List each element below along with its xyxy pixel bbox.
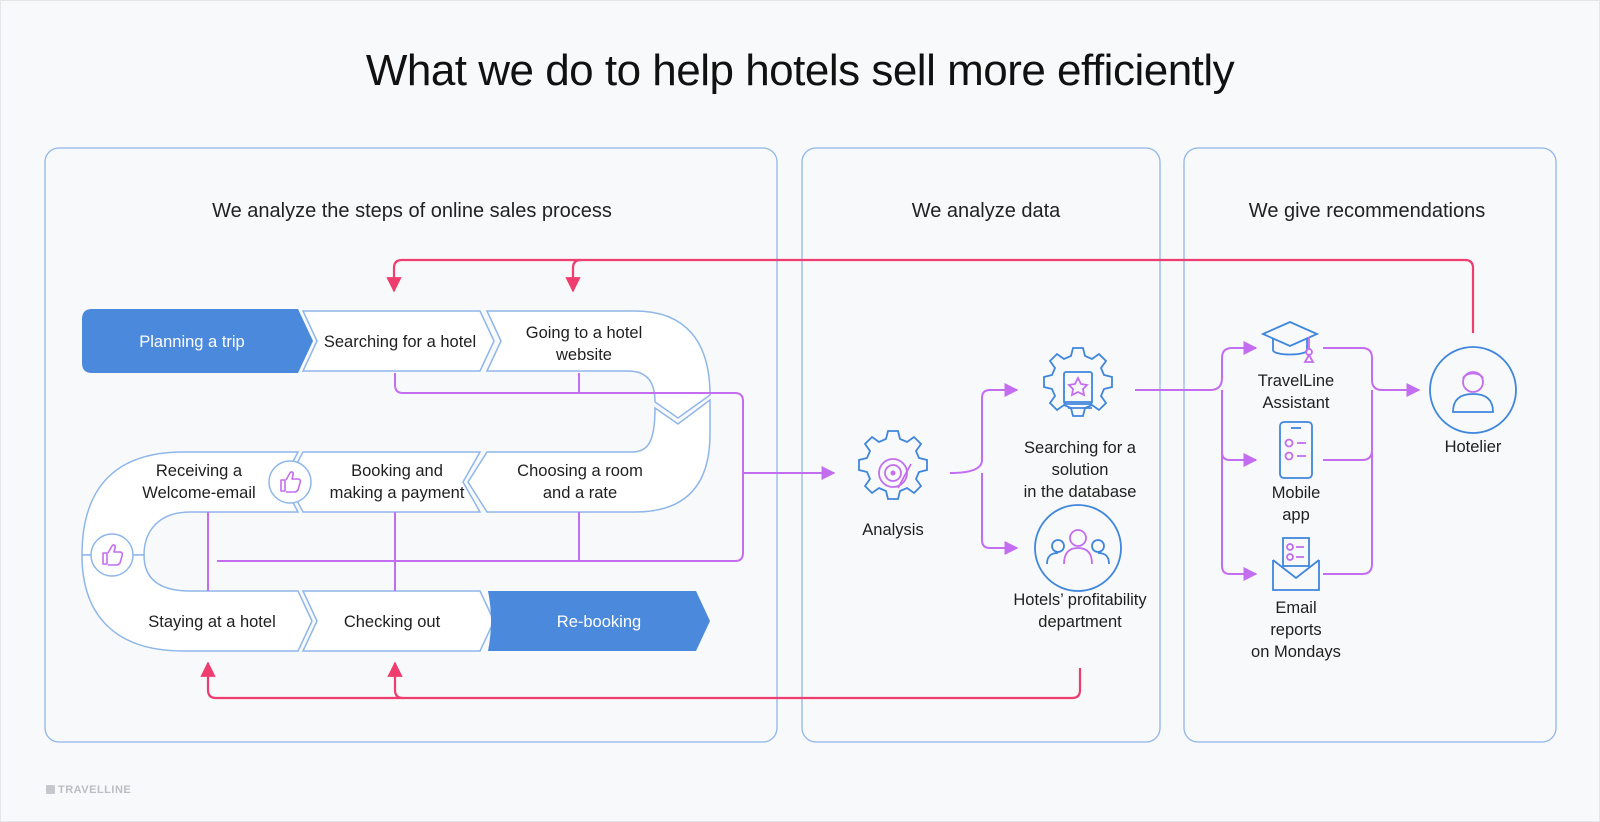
step-rebooking (488, 591, 710, 651)
step-booking-payment (286, 451, 482, 513)
step-label-choosing-1: Choosing a room (517, 462, 643, 480)
feedback-lines (200, 258, 1475, 700)
rec-label-assistant-2: Assistant (1263, 394, 1330, 412)
data-label-search-2: solution (1052, 461, 1109, 479)
panel-steps (44, 147, 778, 743)
flow-to-mobile (1221, 390, 1258, 467)
rec-label-hotelier: Hotelier (1445, 438, 1502, 456)
step-label-choosing-2: and a rate (543, 484, 617, 502)
step-label-staying: Staying at a hotel (148, 613, 276, 631)
rec-label-email-1: Email (1275, 599, 1316, 617)
travelline-logo-text: TRAVELLINE (58, 784, 132, 796)
feedback-profit-bottom (200, 661, 1082, 700)
flow-analysis-profit (981, 473, 1019, 555)
travelline-logo-mark (46, 785, 55, 794)
data-label-search-1: Searching for a (1024, 439, 1137, 457)
panel-recommendations (1183, 147, 1557, 743)
step-label-planning: Planning a trip (139, 333, 245, 351)
data-label-profit-1: Hotels’ profitability (1013, 591, 1147, 609)
step-label-booking-2: making a payment (330, 484, 465, 502)
step-label-receiving-2: Welcome-email (142, 484, 255, 502)
step-label-going-1: Going to a hotel (526, 324, 643, 342)
feedback-top-going (565, 258, 582, 293)
data-label-analysis: Analysis (862, 521, 923, 539)
step-label-checking-out: Checking out (344, 613, 441, 631)
step-searching-hotel (301, 310, 495, 372)
section-title-data: We analyze data (912, 200, 1061, 222)
rec-label-email-2: reports (1270, 621, 1321, 639)
rec-label-mobile-1: Mobile (1272, 484, 1321, 502)
hotelier-avatar-icon (1429, 346, 1517, 434)
travelline-logo: TRAVELLINE (46, 784, 131, 796)
data-label-profit-2: department (1038, 613, 1122, 631)
flow-assistant-out (1323, 347, 1421, 397)
step-staying-hotel (81, 554, 313, 652)
flow-upper (217, 373, 744, 562)
step-choosing-room (467, 398, 711, 513)
flow-to-assistant (1209, 341, 1258, 391)
step-label-going-2: website (555, 346, 612, 364)
like-icon-welcome (90, 533, 134, 577)
step-planning-trip (82, 309, 313, 373)
email-envelope-icon (1272, 537, 1320, 591)
data-label-search-3: in the database (1024, 483, 1137, 501)
rec-label-mobile-2: app (1282, 506, 1310, 524)
feedback-bottom-checking (387, 661, 404, 700)
step-going-website (485, 310, 711, 419)
section-title-steps: We analyze the steps of online sales pro… (212, 200, 612, 222)
step-label-receiving-1: Receiving a (156, 462, 243, 480)
rec-label-assistant-1: TravelLine (1258, 372, 1334, 390)
flow-email-out (1323, 450, 1373, 575)
flow-mobile-out (1323, 390, 1373, 461)
search-solution-gear-icon (1043, 347, 1113, 417)
flow-to-email (1221, 452, 1258, 581)
step-checking-out (301, 590, 495, 652)
step-label-rebooking: Re-booking (557, 613, 641, 631)
step-label-searching-hotel: Searching for a hotel (324, 333, 476, 351)
data-flow-lines (207, 341, 1421, 591)
flow-analysis-split (949, 383, 1019, 474)
step-label-booking-1: Booking and (351, 462, 443, 480)
profitability-team-icon (1034, 504, 1122, 592)
mobile-phone-icon (1279, 421, 1313, 479)
rec-label-email-3: on Mondays (1251, 643, 1341, 661)
like-icon-booking (268, 460, 312, 504)
feedback-hotelier-top (386, 258, 1475, 333)
graduation-cap-icon (1260, 321, 1320, 363)
page-title: What we do to help hotels sell more effi… (365, 46, 1235, 95)
panel-data (801, 147, 1161, 743)
section-title-recommendations: We give recommendations (1249, 200, 1485, 222)
analysis-gear-icon (858, 430, 928, 500)
